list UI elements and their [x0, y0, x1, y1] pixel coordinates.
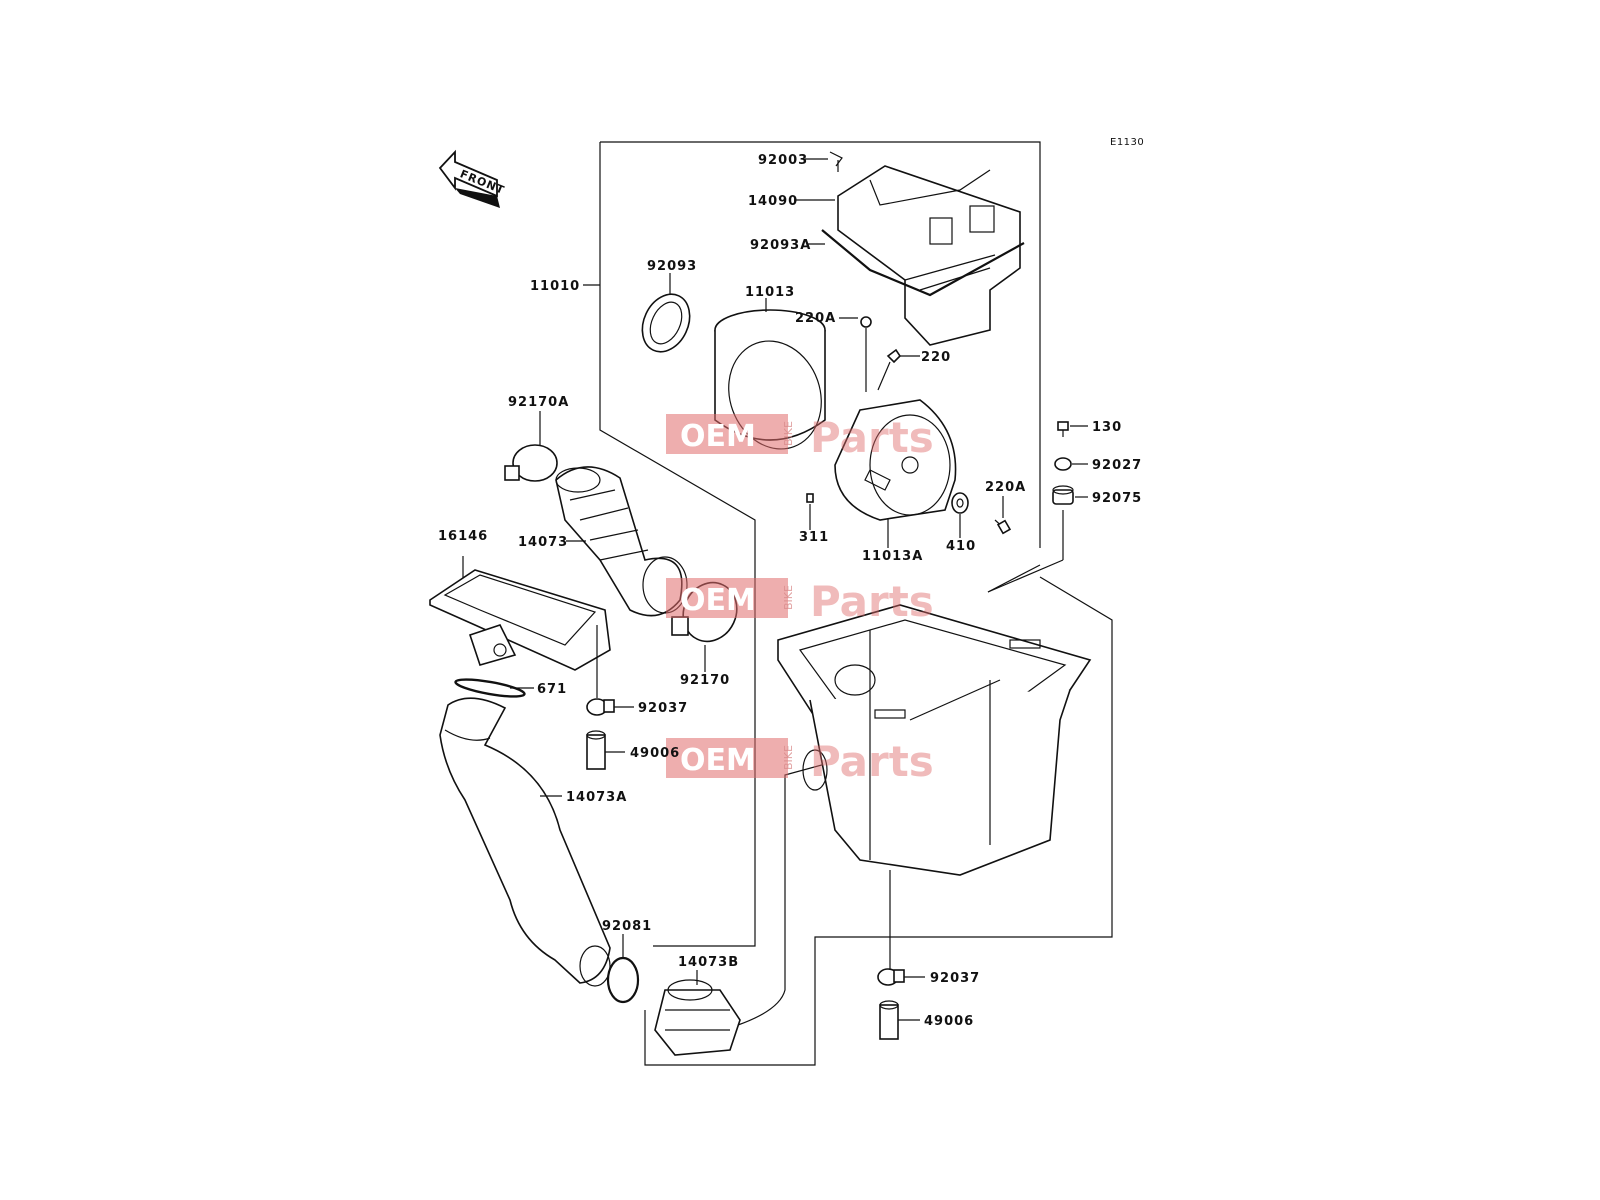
- bolt-220: [877, 348, 902, 391]
- callout-92170: 92170: [680, 673, 730, 688]
- svg-text:Parts: Parts: [810, 737, 934, 786]
- callout-14073: 14073: [518, 535, 568, 550]
- sleeve-49006-bottom: [879, 1000, 899, 1040]
- air-box-base: [777, 604, 1092, 876]
- callout-220A-top: 220A: [795, 311, 836, 326]
- bolt-220A-top: [860, 316, 872, 392]
- air-box-cover: [837, 165, 1021, 346]
- clamp-92037-left: [586, 698, 615, 716]
- svg-text:OEM: OEM: [680, 419, 756, 454]
- watermark-1: OEM BIKE Parts: [666, 413, 934, 462]
- leader-92075-box: [987, 559, 1064, 593]
- callout-130: 130: [1092, 420, 1122, 435]
- oring-671: [454, 678, 526, 698]
- callout-92170A: 92170A: [508, 395, 569, 410]
- svg-text:BIKE: BIKE: [782, 745, 795, 770]
- callout-92081: 92081: [602, 919, 652, 934]
- callout-49006-bottom: 49006: [924, 1014, 974, 1029]
- callout-92037-bottom: 92037: [930, 971, 980, 986]
- cover-gasket: [821, 229, 1025, 297]
- pin-311: [806, 493, 814, 503]
- clamp-92170A: [504, 444, 558, 482]
- callout-92093A: 92093A: [750, 238, 811, 253]
- assembly-bracket-right: [644, 576, 1113, 1066]
- bolt-220A-right: [994, 519, 1012, 535]
- callout-11010: 11010: [530, 279, 580, 294]
- assembly-bracket-joint: [987, 564, 1041, 593]
- ring-92081: [606, 956, 640, 1004]
- callout-671: 671: [537, 682, 567, 697]
- screw-92003: [829, 151, 843, 172]
- front-arrow-icon: FRONT: [438, 149, 507, 208]
- watermark-3: OEM BIKE Parts: [666, 737, 934, 786]
- washer-410: [951, 492, 969, 514]
- sleeve-49006-left: [586, 730, 606, 770]
- clamp-92037-bottom: [877, 968, 905, 986]
- leader-14073B-to-box: [737, 759, 841, 1026]
- callout-220: 220: [921, 350, 951, 365]
- callout-49006-left: 49006: [630, 746, 680, 761]
- filter-housing-11013A: [834, 399, 957, 521]
- svg-text:BIKE: BIKE: [782, 421, 795, 446]
- callout-92003: 92003: [758, 153, 808, 168]
- svg-text:Parts: Parts: [810, 413, 934, 462]
- filter-element-11013: [714, 309, 826, 450]
- svg-text:Parts: Parts: [810, 577, 934, 626]
- callout-311: 311: [799, 530, 829, 545]
- duct-tray-16146: [429, 569, 611, 671]
- grommet-92075: [1052, 485, 1074, 505]
- seal-ring-92093: [641, 293, 691, 353]
- diagram-code: E1130: [1110, 137, 1144, 148]
- callout-410: 410: [946, 539, 976, 554]
- assembly-bracket-top: [600, 141, 1041, 548]
- bolt-130: [1057, 421, 1069, 437]
- callout-11013A: 11013A: [862, 549, 923, 564]
- boot-14073B: [654, 979, 741, 1056]
- svg-text:OEM: OEM: [680, 583, 756, 618]
- watermark-2: OEM BIKE Parts: [666, 577, 934, 626]
- assembly-bracket-left: [599, 142, 756, 947]
- callout-16146: 16146: [438, 529, 488, 544]
- svg-text:BIKE: BIKE: [782, 585, 795, 610]
- callout-14090: 14090: [748, 194, 798, 209]
- collar-92027: [1054, 457, 1072, 471]
- callout-14073A: 14073A: [566, 790, 627, 805]
- callout-92075: 92075: [1092, 491, 1142, 506]
- callout-220A-right: 220A: [985, 480, 1026, 495]
- callout-14073B: 14073B: [678, 955, 739, 970]
- callout-92093: 92093: [647, 259, 697, 274]
- callout-92027: 92027: [1092, 458, 1142, 473]
- intake-duct-14073A: [439, 697, 611, 987]
- svg-text:OEM: OEM: [680, 743, 756, 778]
- callout-11013: 11013: [745, 285, 795, 300]
- callout-92037-left: 92037: [638, 701, 688, 716]
